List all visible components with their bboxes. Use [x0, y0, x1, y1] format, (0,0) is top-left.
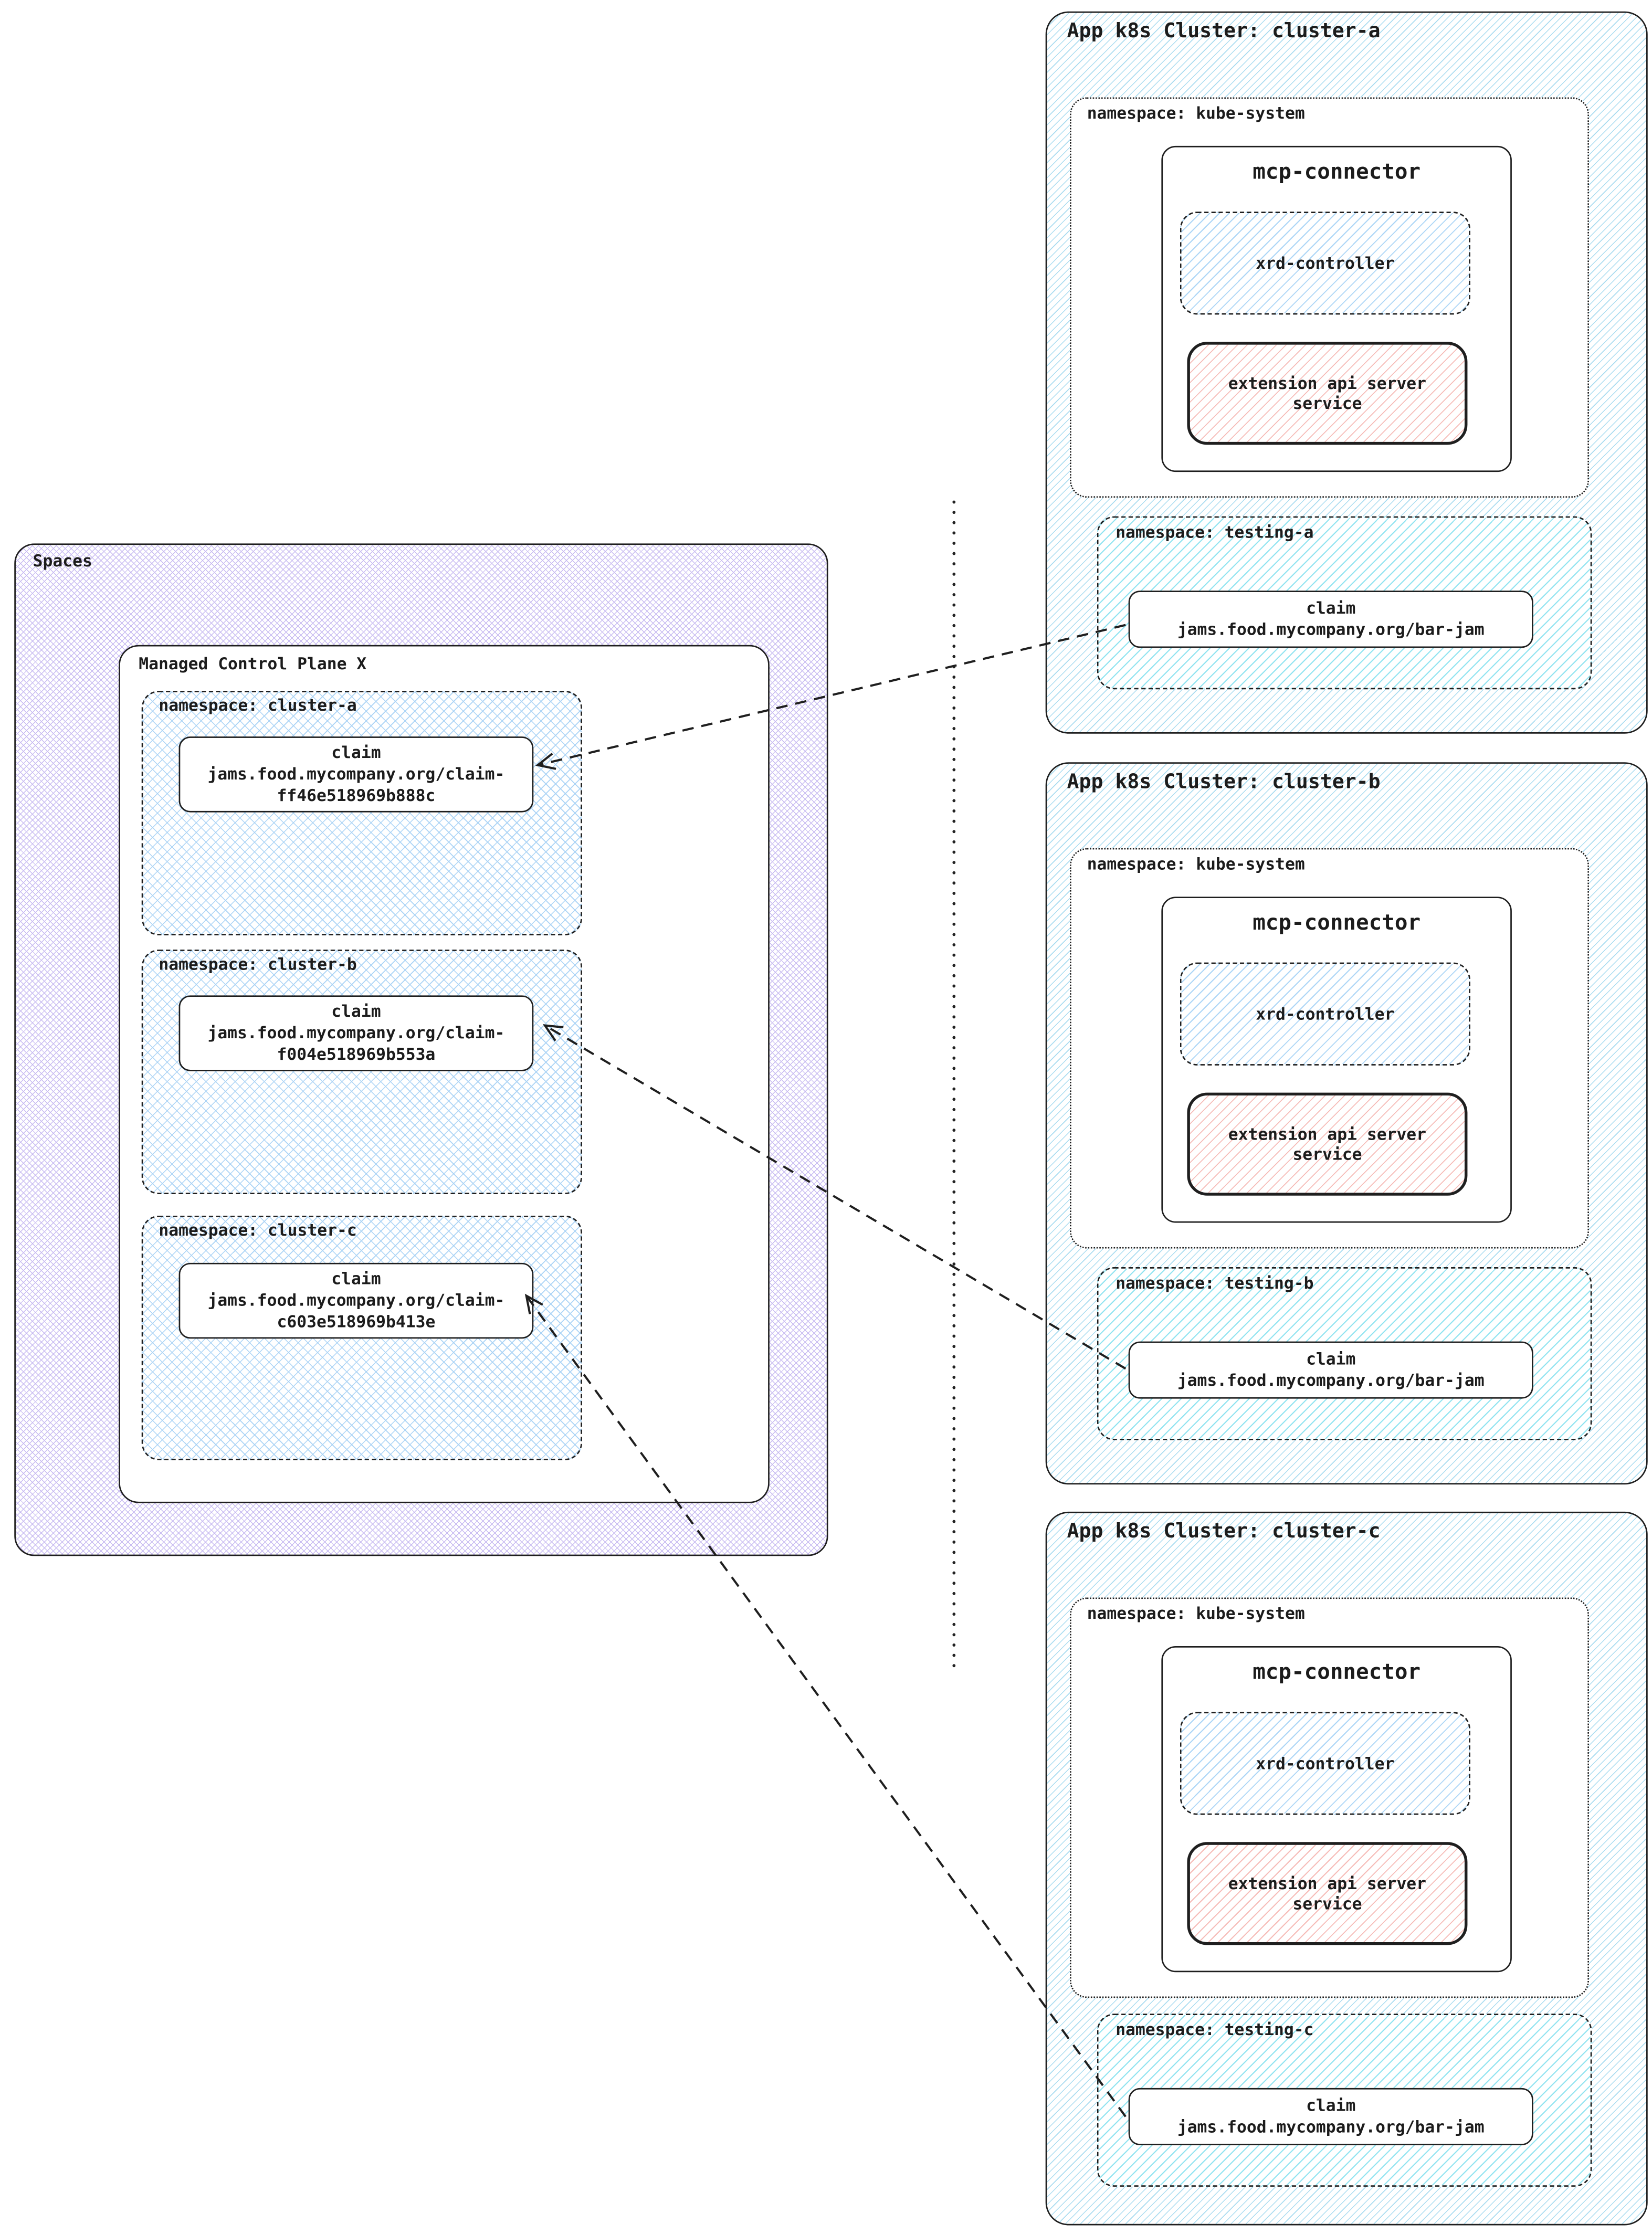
- mcp-connector-title: mcp-connector: [1253, 1659, 1421, 1685]
- claim-title: claim: [1306, 2095, 1356, 2115]
- managed-control-plane-label: Managed Control Plane X: [139, 654, 367, 674]
- testing-namespace-box-b: namespace: testing-b claim jams.food.myc…: [1097, 1267, 1592, 1440]
- xrd-controller-label: xrd-controller: [1256, 253, 1395, 273]
- testing-namespace-label: namespace: testing-c: [1116, 2019, 1314, 2040]
- extension-api-server-label: extension api server service: [1228, 1873, 1427, 1914]
- claim-title: claim: [331, 742, 381, 762]
- testing-namespace-box-a: namespace: testing-a claim jams.food.myc…: [1097, 516, 1592, 690]
- kube-system-label: namespace: kube-system: [1087, 103, 1305, 123]
- mcp-connector-box: mcp-connector xrd-controller extension a…: [1161, 145, 1512, 472]
- mcp-connector-box: mcp-connector xrd-controller extension a…: [1161, 1646, 1512, 1973]
- claim-box-cluster-c: claim jams.food.mycompany.org/claim- c60…: [178, 1262, 534, 1339]
- claim-line1: jams.food.mycompany.org/bar-jam: [1177, 2116, 1485, 2137]
- kube-system-box: namespace: kube-system mcp-connector xrd…: [1070, 1597, 1590, 1998]
- claim-line1: jams.food.mycompany.org/bar-jam: [1177, 1370, 1485, 1390]
- extension-api-server-box: extension api server service: [1187, 1092, 1468, 1196]
- namespace-label: namespace: cluster-a: [159, 695, 357, 715]
- claim-title: claim: [331, 1000, 381, 1021]
- cluster-title: App k8s Cluster: cluster-a: [1067, 20, 1381, 43]
- claim-line1: jams.food.mycompany.org/claim-: [207, 1290, 505, 1310]
- claim-box-bar-jam-c: claim jams.food.mycompany.org/bar-jam: [1128, 2088, 1533, 2145]
- namespace-label: namespace: cluster-b: [159, 954, 357, 974]
- kube-system-label: namespace: kube-system: [1087, 853, 1305, 874]
- spaces-box: Spaces Managed Control Plane X namespace…: [14, 543, 828, 1556]
- claim-line1: jams.food.mycompany.org/claim-: [207, 763, 505, 784]
- testing-namespace-box-c: namespace: testing-c claim jams.food.myc…: [1097, 2014, 1592, 2187]
- mcp-connector-title: mcp-connector: [1253, 159, 1421, 185]
- mcp-connector-box: mcp-connector xrd-controller extension a…: [1161, 897, 1512, 1223]
- claim-line2: f004e518969b553a: [277, 1044, 436, 1065]
- extension-api-server-label: extension api server service: [1228, 373, 1427, 414]
- mcp-connector-title: mcp-connector: [1253, 909, 1421, 935]
- cluster-title: App k8s Cluster: cluster-c: [1067, 1520, 1381, 1543]
- extension-api-server-box: extension api server service: [1187, 342, 1468, 445]
- xrd-controller-label: xrd-controller: [1256, 1004, 1395, 1024]
- cluster-box-b: App k8s Cluster: cluster-b namespace: ku…: [1045, 762, 1648, 1485]
- testing-namespace-label: namespace: testing-b: [1116, 1272, 1314, 1293]
- kube-system-box: namespace: kube-system mcp-connector xrd…: [1070, 97, 1590, 498]
- xrd-controller-label: xrd-controller: [1256, 1753, 1395, 1774]
- cluster-box-a: App k8s Cluster: cluster-a namespace: ku…: [1045, 11, 1648, 734]
- claim-box-bar-jam-b: claim jams.food.mycompany.org/bar-jam: [1128, 1341, 1533, 1399]
- claim-title: claim: [1306, 1348, 1356, 1368]
- claim-title: claim: [1306, 597, 1356, 618]
- spaces-label: Spaces: [33, 550, 92, 571]
- claim-title: claim: [331, 1268, 381, 1289]
- claim-box-bar-jam-a: claim jams.food.mycompany.org/bar-jam: [1128, 591, 1533, 648]
- namespace-box-cluster-a: namespace: cluster-a claim jams.food.myc…: [141, 690, 582, 935]
- namespace-label: namespace: cluster-c: [159, 1220, 357, 1240]
- claim-line2: ff46e518969b888c: [277, 785, 436, 806]
- kube-system-box: namespace: kube-system mcp-connector xrd…: [1070, 848, 1590, 1249]
- managed-control-plane-box: Managed Control Plane X namespace: clust…: [119, 645, 770, 1503]
- testing-namespace-label: namespace: testing-a: [1116, 522, 1314, 542]
- xrd-controller-box: xrd-controller: [1180, 962, 1470, 1066]
- kube-system-label: namespace: kube-system: [1087, 1603, 1305, 1624]
- cluster-box-c: App k8s Cluster: cluster-c namespace: ku…: [1045, 1511, 1648, 2226]
- claim-box-cluster-b: claim jams.food.mycompany.org/claim- f00…: [178, 995, 534, 1071]
- namespace-box-cluster-c: namespace: cluster-c claim jams.food.myc…: [141, 1215, 582, 1460]
- xrd-controller-box: xrd-controller: [1180, 1712, 1470, 1815]
- namespace-box-cluster-b: namespace: cluster-b claim jams.food.myc…: [141, 950, 582, 1195]
- extension-api-server-label: extension api server service: [1228, 1124, 1427, 1164]
- claim-box-cluster-a: claim jams.food.mycompany.org/claim- ff4…: [178, 736, 534, 813]
- extension-api-server-box: extension api server service: [1187, 1842, 1468, 1945]
- claim-line1: jams.food.mycompany.org/bar-jam: [1177, 619, 1485, 639]
- cluster-title: App k8s Cluster: cluster-b: [1067, 771, 1381, 794]
- claim-line1: jams.food.mycompany.org/claim-: [207, 1022, 505, 1042]
- xrd-controller-box: xrd-controller: [1180, 212, 1470, 315]
- claim-line2: c603e518969b413e: [277, 1311, 436, 1332]
